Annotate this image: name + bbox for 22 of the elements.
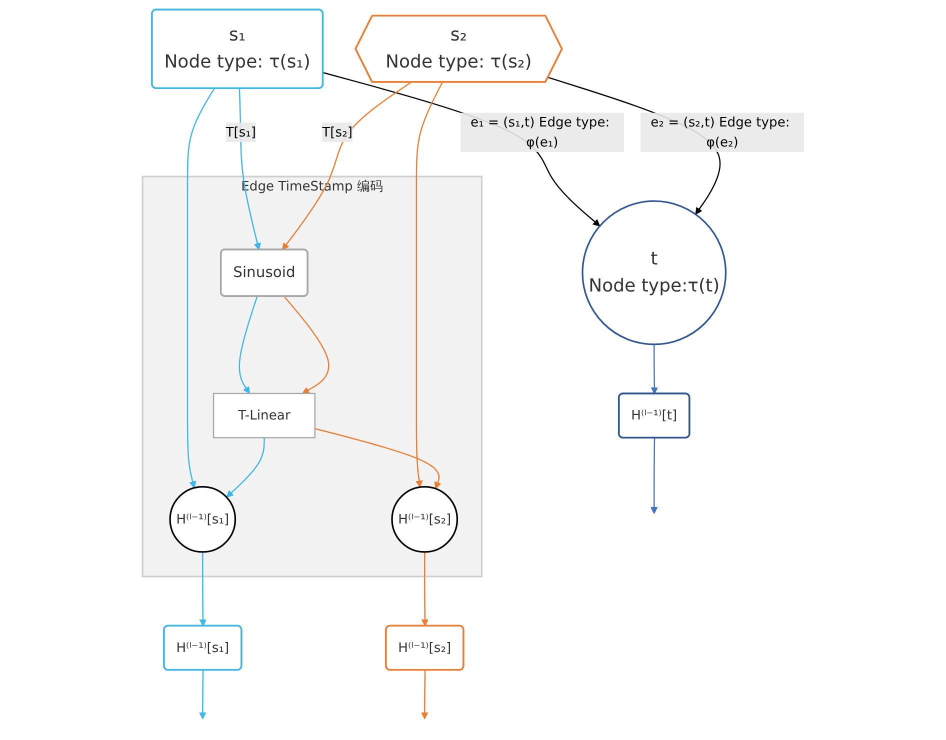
arrow (199, 552, 206, 626)
node-circle: H⁽ˡ⁻¹⁾[s₂] (390, 486, 458, 553)
edge-label: T[s₂] (322, 124, 352, 140)
arrow (238, 88, 261, 250)
arrow (282, 82, 411, 250)
node-circle: t Node type:τ(t) (581, 200, 726, 346)
edge-label: T[s₁] (225, 124, 256, 140)
edge-label: e₁ = (s₁,t) Edge type: φ(e₁) (470, 114, 610, 150)
arrow (198, 670, 206, 720)
arrow (650, 344, 658, 394)
arrow (238, 296, 258, 394)
edge-label: e₂ = (s₂,t) Edge type: φ(e₂) (650, 114, 790, 150)
node-box: T-Linear (212, 392, 316, 438)
arrow (314, 428, 441, 490)
node-circle: H⁽ˡ⁻¹⁾[s₁] (168, 486, 236, 553)
arrow (226, 438, 264, 498)
arrow (283, 296, 329, 394)
arrow (420, 552, 428, 626)
arrow (186, 88, 214, 488)
arrow (650, 438, 658, 514)
arrow (420, 670, 428, 720)
arrow (415, 82, 442, 488)
